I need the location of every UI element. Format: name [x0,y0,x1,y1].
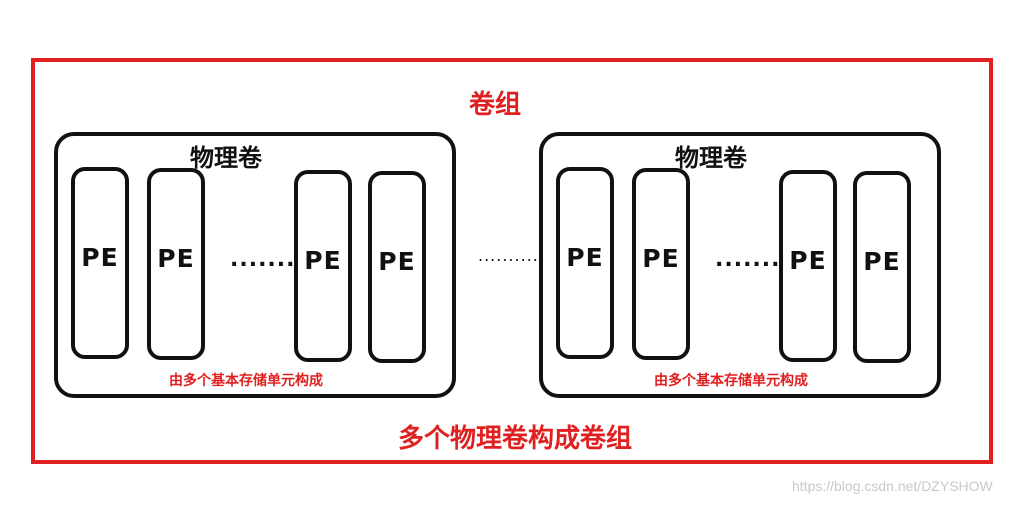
pv2-extent-1-label: PE [566,242,604,272]
pv1-extent-3-label: PE [304,245,342,275]
pv1-extent-1: PE [71,167,129,359]
pv2-extent-4: PE [853,171,911,363]
pv1-extent-2: PE [147,168,205,360]
volume-group-frame [31,58,993,464]
pv2-extent-2-label: PE [642,243,680,273]
pv1-extent-3: PE [294,170,352,362]
pv2-extent-3: PE [779,170,837,362]
pv1-extent-1-label: PE [81,242,119,272]
pv1-extent-2-label: PE [157,243,195,273]
physical-volume-2-note: 由多个基本存储单元构成 [654,373,808,389]
physical-volume-1-note: 由多个基本存储单元构成 [169,373,323,389]
physical-volume-2 [539,132,941,398]
pv2-ellipsis: ....... [715,247,781,272]
physical-volume-2-title: 物理卷 [675,144,747,172]
physical-volume-1-title: 物理卷 [190,144,262,172]
volume-group-title: 卷组 [468,90,521,120]
pv2-extent-4-label: PE [863,246,901,276]
pv1-extent-4-label: PE [378,246,416,276]
between-volumes-ellipsis: .......... [478,246,539,265]
watermark: https://blog.csdn.net/DZYSHOW [792,478,993,494]
volume-group-caption: 多个物理卷构成卷组 [397,424,632,454]
pv1-ellipsis: ....... [230,247,296,272]
pv2-extent-3-label: PE [789,245,827,275]
pv1-extent-4: PE [368,171,426,363]
pv2-extent-1: PE [556,167,614,359]
pv2-extent-2: PE [632,168,690,360]
physical-volume-1 [54,132,456,398]
